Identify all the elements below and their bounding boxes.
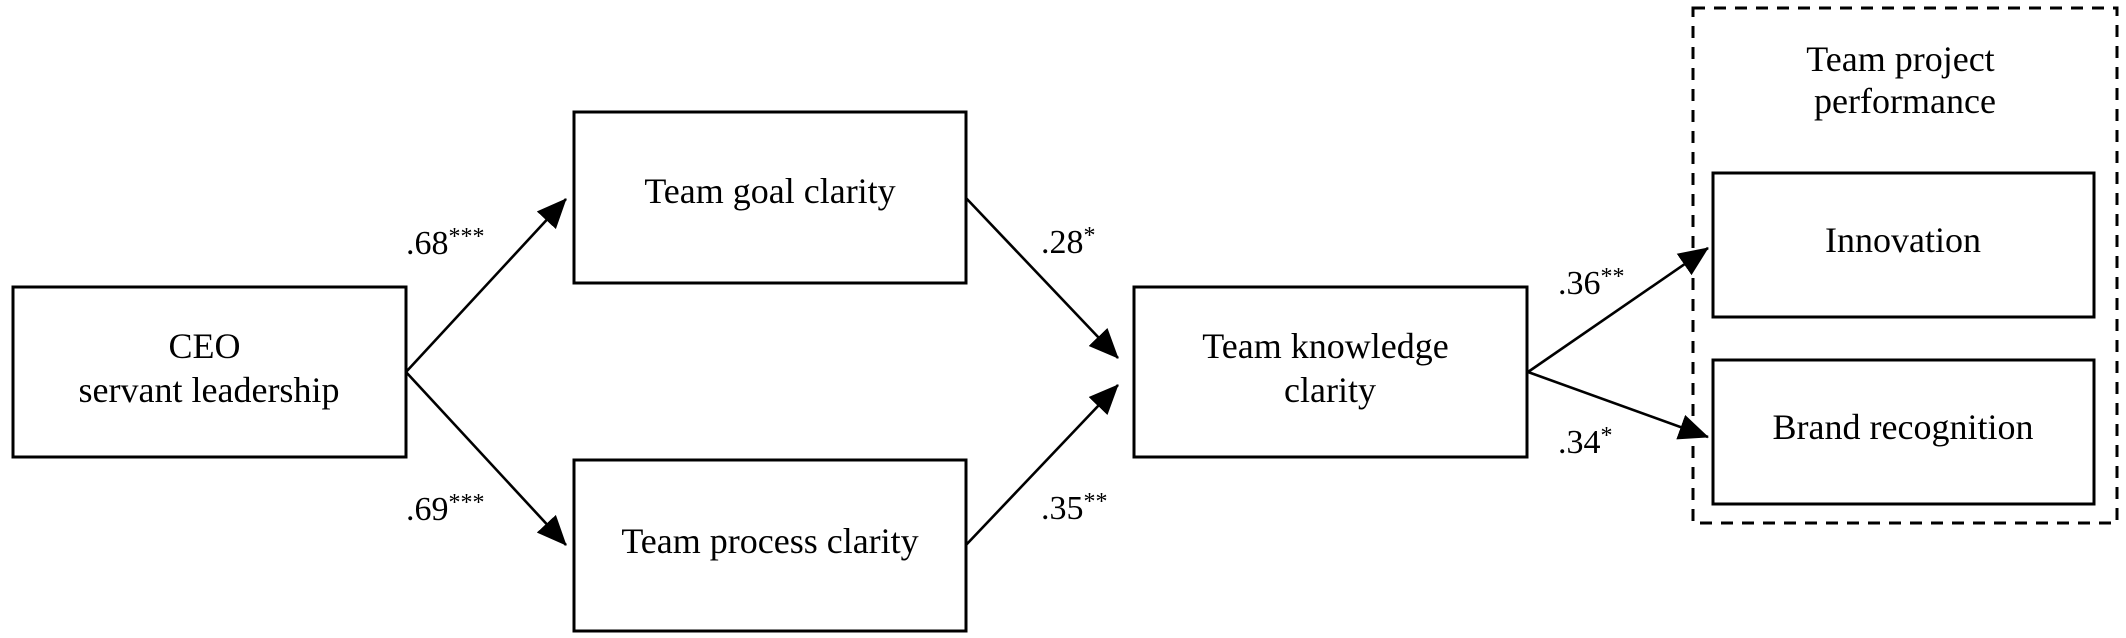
ceo-label-line-2: servant leadership [79,370,340,410]
process-label: Team process clarity [621,521,918,561]
node-team-process-clarity: Team process clarity [572,458,968,633]
coef-value: .36 [1558,265,1601,302]
coef-sig: *** [449,224,485,250]
svg-text:Brand recognition: Brand recognition [1773,407,2034,447]
coef-value: .35 [1041,490,1084,527]
arrow-knowledge-to-innovation [1527,246,1709,374]
svg-text:Team knowledge clarity: Team knowledge clarity [1202,326,1457,410]
knowledge-label-line-1: Team knowledge [1202,326,1448,366]
coef-value: .34 [1558,424,1601,461]
brand-label: Brand recognition [1773,407,2034,447]
coef-ceo-to-process: .69*** [406,490,485,528]
node-brand-recognition: Brand recognition [1711,358,2096,506]
arrow-ceo-to-goal [405,198,567,373]
node-ceo-servant-leadership: CEO servant leadership [11,285,408,459]
coef-sig: ** [1601,264,1625,290]
coef-sig: *** [449,490,485,516]
arrow-ceo-to-process [405,371,567,546]
svg-text:Innovation: Innovation [1825,220,1981,260]
coef-knowledge-to-innovation: .36** [1558,264,1625,302]
goal-label: Team goal clarity [644,171,895,211]
arrow-knowledge-to-brand [1527,370,1709,440]
innovation-label: Innovation [1825,220,1981,260]
node-team-knowledge-clarity: Team knowledge clarity [1132,285,1529,459]
coef-value: .28 [1041,224,1084,261]
coef-value: .68 [406,225,449,262]
coef-ceo-to-goal: .68*** [406,224,485,262]
ceo-label-line-1: CEO [169,326,241,366]
coef-value: .69 [406,491,449,528]
coef-process-to-knowledge: .35** [1041,489,1108,527]
coef-sig: ** [1084,489,1108,515]
svg-text:Team goal clarity: Team goal clarity [644,171,895,211]
knowledge-label-line-2: clarity [1284,370,1376,410]
group-title: Team project performance [1806,39,2003,121]
node-innovation: Innovation [1711,171,2096,319]
group-title-line-1: Team project [1806,39,1994,79]
svg-text:Team process clarity: Team process clarity [621,521,918,561]
coef-goal-to-knowledge: .28* [1041,223,1096,261]
arrow-goal-to-knowledge [965,197,1119,359]
group-title-line-2: performance [1814,81,1996,121]
node-team-goal-clarity: Team goal clarity [572,110,968,285]
coef-knowledge-to-brand: .34* [1558,423,1613,461]
coef-sig: * [1601,423,1613,449]
arrow-process-to-knowledge [965,384,1119,546]
svg-text:CEO servant leadership: CEO servant leadership [79,326,340,410]
coef-sig: * [1084,223,1096,249]
